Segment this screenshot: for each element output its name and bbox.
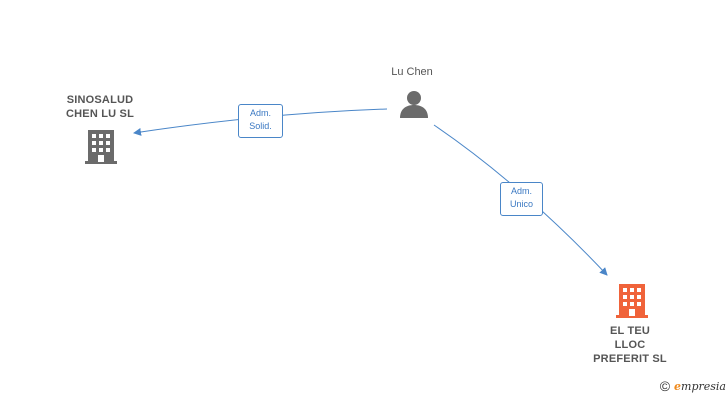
building-icon-elteu[interactable]	[616, 284, 648, 323]
footer-brand: © empresia	[660, 378, 726, 394]
building-icon-sinosalud[interactable]	[85, 130, 117, 169]
edge-label-adm-solid[interactable]: Adm. Solid.	[238, 104, 283, 138]
person-icon[interactable]	[399, 89, 429, 124]
copyright-icon: ©	[659, 378, 671, 394]
edge-label-adm-unico[interactable]: Adm. Unico	[500, 182, 543, 216]
company-sinosalud-label: SINOSALUD CHEN LU SL	[66, 94, 134, 120]
person-name-label: Lu Chen	[391, 66, 433, 78]
company-elteu-label: EL TEU LLOC PREFERIT SL	[593, 325, 667, 365]
brand-logo: empresia	[674, 379, 726, 393]
